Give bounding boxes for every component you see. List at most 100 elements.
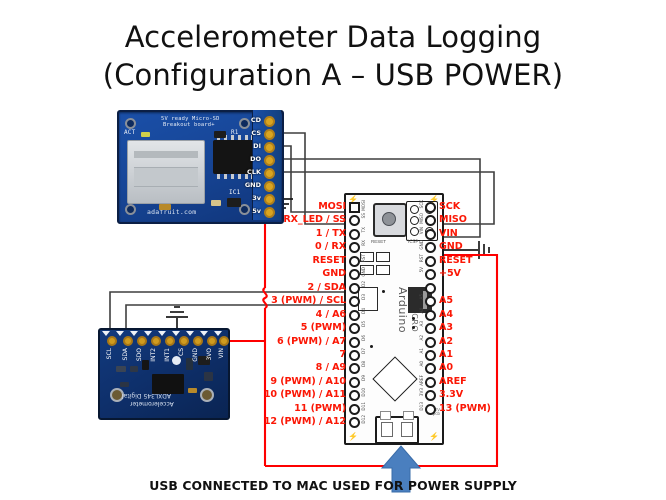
title-line-2: (Configuration A – USB POWER) xyxy=(102,58,564,93)
microcontroller-ic xyxy=(372,356,418,402)
acc-silk-line2: Accelerometer xyxy=(130,400,174,407)
arduino-silk-d8: D8 xyxy=(361,361,366,368)
acc-pin-label-int2: INT2 xyxy=(150,348,157,362)
sd-pin-cd xyxy=(264,116,275,127)
arduino-silk-tx: TX xyxy=(361,226,366,233)
regulator xyxy=(227,198,241,207)
acc-pin-sdo xyxy=(137,336,147,346)
pin-label-right-2: VIN xyxy=(439,227,458,239)
arduino-pin-d12 xyxy=(349,417,360,429)
pin-label-left-6: 2 / SDA xyxy=(307,281,347,293)
arduino-pin-mosi xyxy=(349,202,360,213)
pin-marker xyxy=(158,331,166,336)
sd-pin-gnd xyxy=(264,181,275,192)
pin-label-right-11: A1 xyxy=(439,348,453,360)
arduino-silk-rx: RX xyxy=(361,240,366,247)
pin-label-left-16: 12 (PWM) / A12 xyxy=(263,416,346,428)
pin-label-left-15: 11 (PWM) xyxy=(294,402,346,414)
corner-mark: ⚡ xyxy=(429,432,439,441)
arduino-silk-d3: D3 xyxy=(361,294,366,301)
component-dot xyxy=(382,290,385,293)
arduino-silk-a4: A4 xyxy=(419,307,424,314)
mounting-hole xyxy=(125,118,136,129)
acc-pin-gnd xyxy=(193,336,203,346)
arduino-pin-sck xyxy=(425,202,436,213)
sd-header-strip: CD CS DI DO CLK GND 3v 5v xyxy=(245,110,281,220)
arduino-silk-mosi: MOSI xyxy=(361,200,366,211)
pin-label-right-13: AREF xyxy=(439,375,467,387)
arduino-silk-d12: D12 xyxy=(361,415,366,424)
arduino-pin-a5 xyxy=(425,296,436,308)
reset-button[interactable] xyxy=(373,203,407,237)
component-dot xyxy=(370,345,373,348)
arduino-pin-d5 xyxy=(349,323,360,335)
pin-label-right-0: SCK xyxy=(439,201,461,212)
smd-part xyxy=(188,388,197,393)
sd-ic1-label: IC1 xyxy=(229,189,241,196)
arduino-silk-miso: MISO xyxy=(419,213,424,225)
pin-label-right-8: A4 xyxy=(439,308,453,320)
arduino-silk-d6: D6 xyxy=(361,334,366,341)
acc-pin-cs xyxy=(179,336,189,346)
pin-label-right-12: A0 xyxy=(439,362,453,374)
usb-power-caption: USB CONNECTED TO MAC USED FOR POWER SUPP… xyxy=(149,478,517,493)
arduino-pin-a0 xyxy=(425,363,436,375)
component-dot xyxy=(412,326,415,329)
smd-part xyxy=(116,366,126,372)
sd-pin-label-cs: CS xyxy=(251,129,261,137)
arduino-pin-miso xyxy=(425,215,436,227)
component-block xyxy=(360,252,374,262)
pin-label-right-5: +5V xyxy=(439,268,461,280)
arduino-silk-sck: SCK xyxy=(419,200,424,209)
pin-label-right-14: 3.3V xyxy=(439,389,464,401)
arduino-pin-a3 xyxy=(425,323,436,335)
acc-pin-label-vin: VIN xyxy=(218,348,225,359)
sd-level-shifter-ic xyxy=(213,135,257,179)
pin-marker xyxy=(116,331,124,336)
capacitor-c2 xyxy=(211,200,221,206)
arduino-silk-aref: AREF xyxy=(419,374,424,386)
pin-marker xyxy=(102,331,110,336)
arduino-pin-a4 xyxy=(425,309,436,321)
pin-label-left-7: 3 (PWM) / SCL xyxy=(271,295,346,307)
usb-micro-connector[interactable] xyxy=(375,411,419,444)
corner-mark: ⚡ xyxy=(348,432,358,441)
smd-part xyxy=(172,356,181,365)
sd-pin-label-di: DI xyxy=(253,142,261,150)
sd-pin-label-5v: 5v xyxy=(252,207,261,215)
sd-pin-label-do: DO xyxy=(250,155,261,163)
arduino-silk-a3: A3 xyxy=(419,321,424,327)
arduino-silk-vin: VIN xyxy=(419,226,424,235)
arduino-silk-a1: A1 xyxy=(419,347,424,354)
sd-pin-di xyxy=(264,142,275,153)
smd-part xyxy=(142,360,149,370)
adxl345-accelerometer-board: ADXL345 Digital Accelerometer SCL SDA SD… xyxy=(98,328,230,420)
acc-pin-3vo xyxy=(207,336,217,346)
arduino-silk-3v3: 3V3 xyxy=(419,388,424,397)
mounting-hole xyxy=(239,204,250,215)
corner-mark: ⚡ xyxy=(348,195,358,204)
component-dot xyxy=(412,317,415,320)
acc-pin-label-gnd: GND xyxy=(192,348,199,362)
pin-label-left-13: 9 (PWM) / A10 xyxy=(270,375,346,387)
arduino-silk-d7: D7 xyxy=(361,347,366,354)
pin-label-right-15: 13 (PWM) xyxy=(439,402,491,414)
arduino-silk-a2: A2 xyxy=(419,334,424,341)
sd-silk-line1: 5V ready Micro-SD xyxy=(161,116,220,122)
arduino-pin-rst xyxy=(349,255,360,267)
pin-label-left-12: 8 / A9 xyxy=(315,362,346,374)
smd-part xyxy=(204,372,213,381)
component-block xyxy=(360,265,374,275)
arduino-pin-d11 xyxy=(349,403,360,415)
acc-pin-label-int1: INT1 xyxy=(164,348,171,362)
arduino-silk-d9: D9 xyxy=(361,374,366,381)
arduino-pin-3v3 xyxy=(425,390,436,402)
acc-pin-vin xyxy=(219,336,229,346)
pin-label-right-4: RESET xyxy=(439,254,473,266)
component-block xyxy=(376,265,390,275)
adxl345-ic xyxy=(152,374,184,394)
arduino-pin-a1 xyxy=(425,349,436,361)
arduino-pin-a2 xyxy=(425,336,436,348)
arduino-silk-5v: 5V xyxy=(419,267,424,273)
